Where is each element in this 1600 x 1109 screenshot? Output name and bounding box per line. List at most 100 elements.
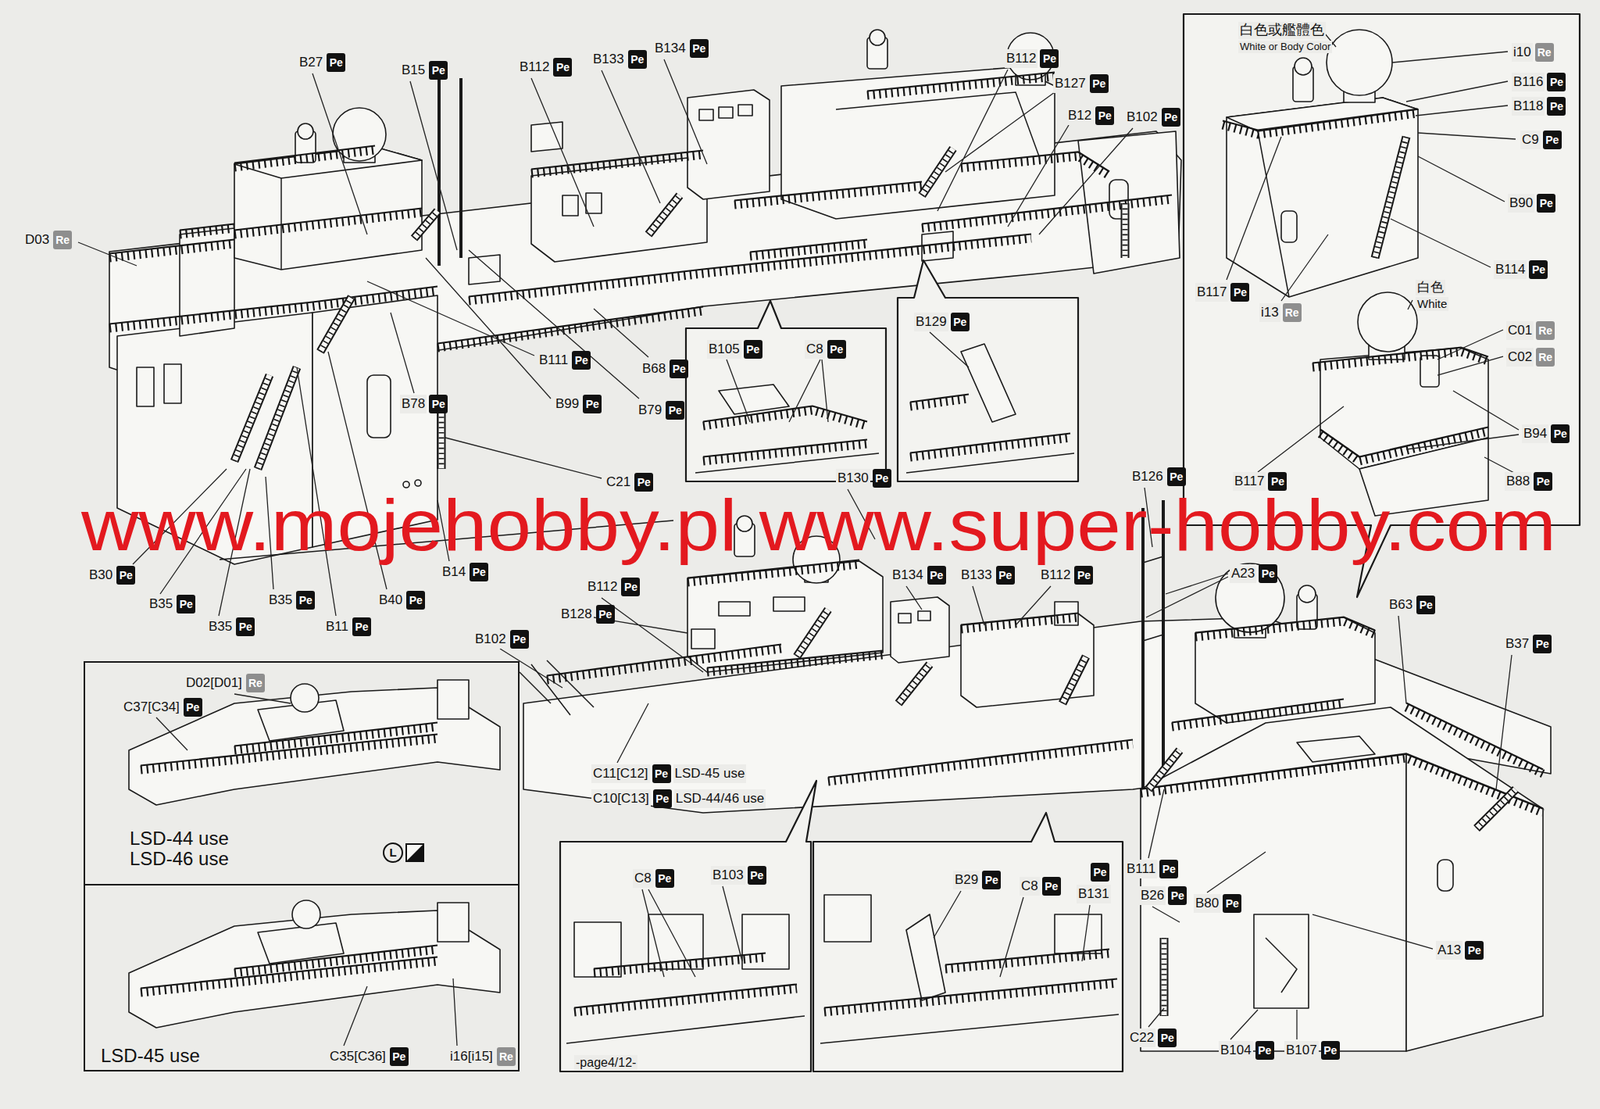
callout: C10[C13]PeLSD-44/46 use: [591, 789, 766, 808]
usage-note: LSD-44/46 use: [674, 789, 766, 808]
callout: B88Pe: [1504, 471, 1553, 491]
photo-etch-badge: Pe: [927, 565, 947, 585]
callout-number: B102: [1125, 107, 1160, 127]
callout-number: B14: [440, 562, 468, 582]
resin-badge: Re: [246, 673, 265, 693]
callout: -page4/12-: [574, 1054, 638, 1070]
photo-etch-badge: Pe: [653, 789, 672, 808]
callout: 白色: [1415, 279, 1446, 296]
callout: B78Pe: [400, 394, 448, 414]
photo-etch-badge: Pe: [352, 617, 372, 636]
callout-number: B37: [1503, 634, 1531, 654]
callout: B79Pe: [636, 400, 685, 420]
callout-number: C11[C12]: [591, 764, 650, 783]
variant-panel: LSD-45 use: [83, 883, 520, 1072]
photo-etch-badge: Pe: [1042, 876, 1061, 896]
callout-number: C22: [1128, 1028, 1156, 1047]
callout: B131: [1076, 884, 1111, 904]
callout-number: B27: [297, 53, 325, 72]
photo-etch-badge: Pe: [582, 394, 602, 414]
photo-etch-badge: Pe: [1464, 940, 1484, 960]
photo-etch-badge: Pe: [1550, 424, 1570, 443]
callout-number: B107: [1284, 1040, 1319, 1060]
note-text: White: [1415, 296, 1449, 311]
callout: C8Pe: [1019, 876, 1061, 896]
callout-number: A13: [1435, 940, 1463, 960]
resin-badge: Re: [496, 1046, 516, 1066]
callout: B133Pe: [959, 565, 1015, 585]
callout-number: C10[C13]: [591, 789, 651, 808]
callout: C37[C34]Pe: [121, 697, 203, 717]
callout: B129Pe: [914, 312, 970, 332]
photo-etch-badge: Pe: [1536, 193, 1556, 213]
callout: B117Pe: [1195, 282, 1250, 302]
photo-etch-badge: Pe: [553, 57, 572, 77]
detail-inset: [685, 260, 1079, 482]
photo-etch-badge: Pe: [665, 400, 685, 420]
callout-number: B134: [890, 565, 925, 585]
callout: B128Pe: [559, 604, 615, 624]
callout: C02Re: [1506, 347, 1555, 367]
callout: B117Pe: [1232, 471, 1287, 491]
usage-note: LSD-45 use: [673, 764, 747, 783]
callout: B118Pe: [1511, 96, 1566, 116]
resin-badge: Re: [1535, 347, 1555, 367]
callout-number: B35: [147, 594, 175, 614]
callout-number: B11: [324, 617, 350, 636]
callout: B111Pe: [537, 350, 591, 370]
photo-etch-badge: Pe: [296, 590, 315, 610]
note-text: -page4/12-: [574, 1054, 638, 1070]
callout-number: C35[C36]: [328, 1046, 388, 1066]
callout-number: B88: [1504, 471, 1532, 491]
photo-etch-badge: Pe: [689, 39, 709, 58]
callout: B11Pe: [324, 617, 372, 636]
callout-number: D03: [23, 230, 51, 250]
callout: C35[C36]Pe: [328, 1046, 409, 1066]
callout-number: B133: [959, 565, 994, 585]
callout-number: D02[D01]: [184, 673, 244, 693]
variant-caption: LSD-44 use LSD-46 use: [128, 828, 249, 869]
photo-etch-badge: Pe: [1157, 1028, 1177, 1047]
photo-etch-badge: Pe: [669, 359, 689, 379]
callout: B107Pe: [1284, 1040, 1340, 1060]
callout-number: B26: [1139, 885, 1166, 905]
photo-etch-badge: Pe: [1546, 96, 1566, 116]
callout: B112Pe: [1004, 49, 1059, 68]
callout-number: C02: [1506, 347, 1534, 367]
callout: B27Pe: [297, 53, 346, 72]
callout: 白色或艦體色: [1238, 21, 1326, 40]
callout: A13Pe: [1435, 940, 1484, 960]
callout: B29Pe: [953, 870, 1001, 890]
callout: Pe: [1090, 862, 1110, 882]
photo-etch-badge: Pe: [1095, 106, 1115, 125]
upper-superstructure: [109, 29, 1182, 565]
callout: B126Pe: [1130, 467, 1186, 486]
photo-etch-badge: Pe: [1533, 471, 1553, 491]
photo-etch-badge: Pe: [1546, 72, 1566, 92]
photo-etch-badge: Pe: [743, 339, 763, 359]
photo-etch-badge: Pe: [1416, 595, 1436, 615]
callout-number: B15: [400, 60, 427, 80]
callout: B134Pe: [890, 565, 947, 585]
callout-number: C8: [804, 339, 825, 359]
callout: B114Pe: [1493, 260, 1548, 279]
callout-number: B127: [1053, 74, 1088, 93]
callout: B37Pe: [1503, 634, 1552, 654]
callout: B103Pe: [710, 865, 767, 885]
note-text: White or Body Color: [1238, 40, 1333, 54]
callout: C9Pe: [1520, 130, 1562, 150]
callout-number: B35: [267, 590, 294, 610]
callout: B26Pe: [1139, 885, 1187, 905]
photo-etch-badge: Pe: [1167, 467, 1186, 486]
photo-etch-badge: Pe: [996, 565, 1015, 585]
photo-etch-badge: Pe: [655, 868, 675, 888]
resin-badge: Re: [53, 230, 72, 250]
callout-number: B112: [517, 57, 551, 77]
photo-etch-badge: Pe: [571, 350, 591, 370]
callout-number: B129: [914, 312, 949, 332]
variant-caption: LSD-45 use: [99, 1045, 202, 1066]
photo-etch-badge: Pe: [116, 565, 136, 585]
photo-etch-badge: Pe: [1532, 634, 1552, 654]
photo-etch-badge: Pe: [1230, 282, 1250, 302]
callout-number: B111: [1125, 859, 1158, 879]
